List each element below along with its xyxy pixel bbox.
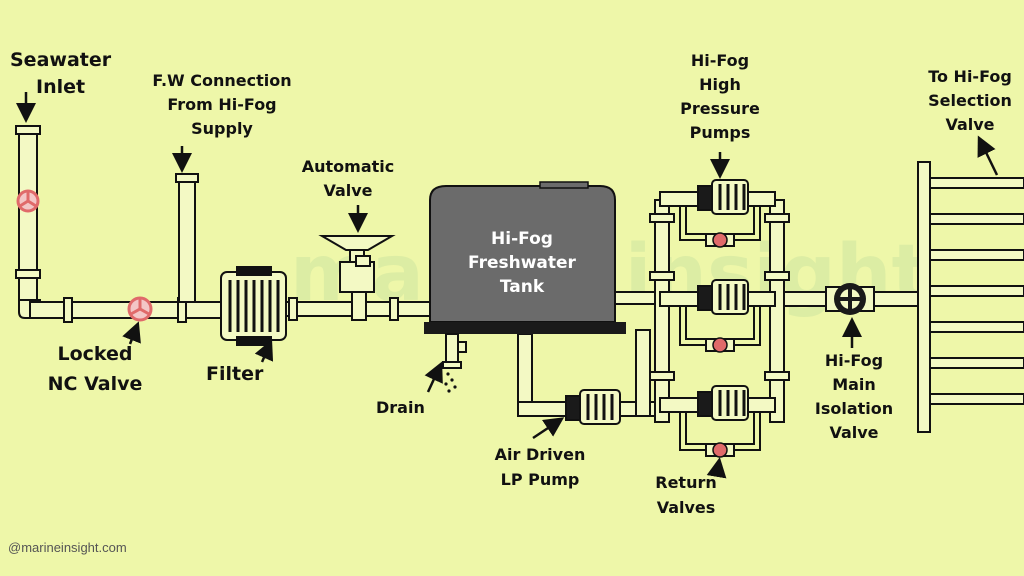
return-valve-2-icon (705, 337, 735, 353)
seawater-inlet-valve-icon (16, 189, 40, 213)
label-fw-connection-2: From Hi-Fog (167, 95, 276, 114)
label-drain: Drain (376, 398, 425, 417)
tank-label-line-3: Tank (500, 277, 545, 297)
drain-valve-icon (442, 333, 467, 393)
tank-label-line-2: Freshwater (468, 253, 576, 273)
freshwater-tank: Hi-Fog Freshwater Tank (424, 181, 626, 334)
label-selection-valve-3: Valve (945, 115, 994, 134)
return-valve-1-icon (705, 232, 735, 248)
lp-pump-icon (565, 389, 621, 425)
label-seawater-inlet-2: Inlet (36, 76, 85, 98)
callout-arrows (16, 92, 999, 479)
label-selection-valve-1: To Hi-Fog (928, 67, 1012, 86)
hp-pump-1-icon (697, 179, 749, 215)
label-isolation-valve-2: Main (832, 375, 876, 394)
pipework (15, 125, 923, 451)
label-automatic-valve-2: Valve (323, 181, 372, 200)
label-fw-connection-1: F.W Connection (152, 71, 291, 90)
label-isolation-valve-3: Isolation (815, 399, 893, 418)
label-isolation-valve-1: Hi-Fog (825, 351, 883, 370)
hp-pump-3-icon (697, 385, 749, 421)
filter-icon (220, 266, 287, 346)
label-hp-pumps-1: Hi-Fog (691, 51, 749, 70)
selection-valve-manifold (917, 161, 1024, 433)
hp-pump-2-icon (697, 279, 749, 315)
label-hp-pumps-2: High (699, 75, 741, 94)
label-hp-pumps-4: Pumps (690, 123, 751, 142)
label-lp-pump-2: LP Pump (501, 470, 580, 489)
label-locked-nc-valve-2: NC Valve (48, 373, 143, 395)
locked-nc-valve-icon (127, 296, 153, 322)
label-filter: Filter (206, 363, 264, 385)
label-fw-connection-3: Supply (191, 119, 253, 138)
automatic-valve-icon (318, 235, 396, 293)
credit-text: @marineinsight.com (8, 540, 127, 555)
label-selection-valve-2: Selection (928, 91, 1012, 110)
return-valve-3-icon (705, 442, 735, 458)
label-isolation-valve-4: Valve (829, 423, 878, 442)
label-lp-pump-1: Air Driven (495, 445, 586, 464)
label-locked-nc-valve-1: Locked (57, 343, 132, 365)
label-return-valves-1: Return (655, 473, 717, 492)
label-automatic-valve-1: Automatic (302, 157, 395, 176)
label-return-valves-2: Valves (657, 498, 716, 517)
main-isolation-valve-icon (825, 283, 875, 315)
tank-label-line-1: Hi-Fog (491, 229, 553, 249)
label-hp-pumps-3: Pressure (680, 99, 760, 118)
label-seawater-inlet-1: Seawater (10, 49, 112, 71)
